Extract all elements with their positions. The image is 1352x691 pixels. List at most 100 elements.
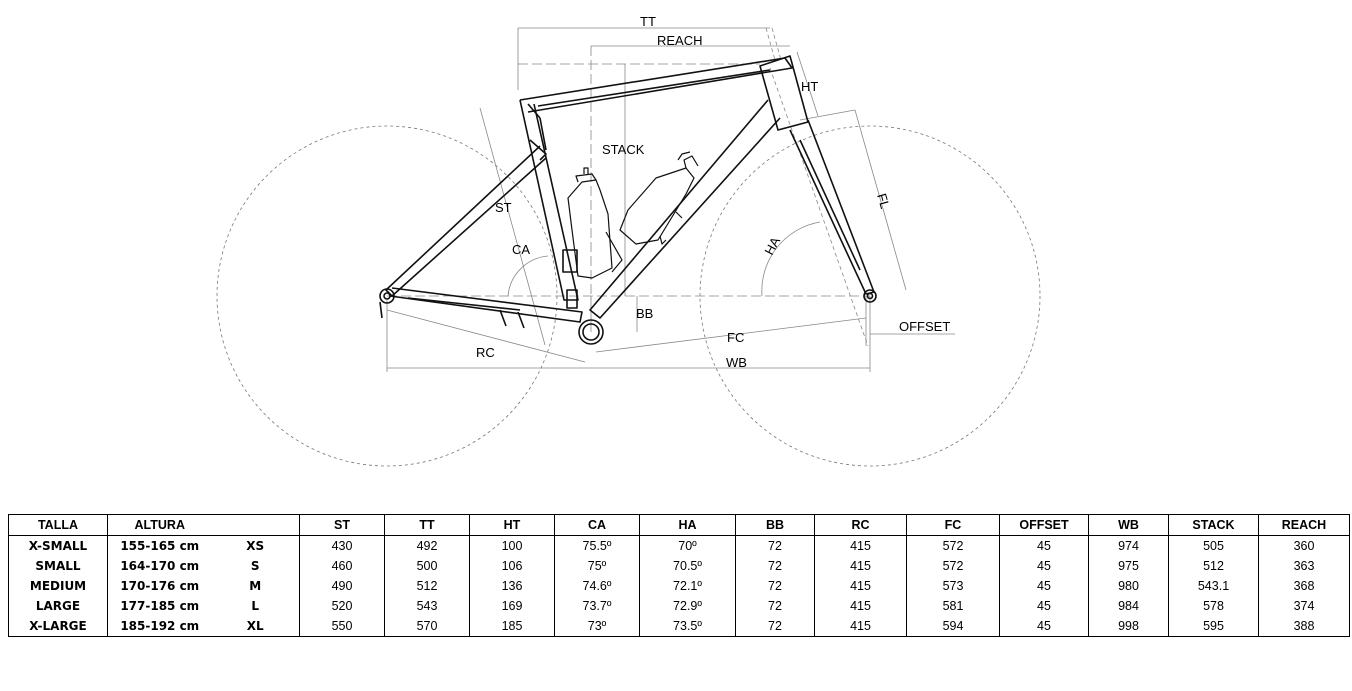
label-fc: FC — [727, 330, 744, 345]
cell-fc: 572 — [906, 556, 1000, 576]
header-tt: TT — [384, 514, 470, 536]
cell-fc: 594 — [906, 616, 1000, 637]
cell-offset: 45 — [999, 535, 1089, 556]
table-row: X-LARGE 185-192 cm XL 550 570 185 73º 73… — [8, 616, 1350, 637]
cell-altura: 170-176 cm — [107, 576, 212, 596]
cell-reach: 388 — [1258, 616, 1350, 637]
cell-talla: X-SMALL — [8, 535, 108, 556]
cell-wb: 974 — [1088, 535, 1169, 556]
header-offset: OFFSET — [999, 514, 1089, 536]
cell-ha: 72.9º — [639, 596, 736, 616]
table-row: MEDIUM 170-176 cm M 490 512 136 74.6º 72… — [8, 576, 1350, 596]
cell-tt: 500 — [384, 556, 470, 576]
cell-reach: 374 — [1258, 596, 1350, 616]
cell-size-code: M — [211, 576, 300, 596]
cell-stack: 505 — [1168, 535, 1259, 556]
cell-stack: 543.1 — [1168, 576, 1259, 596]
label-ca: CA — [512, 242, 530, 257]
table-row: LARGE 177-185 cm L 520 543 169 73.7º 72.… — [8, 596, 1350, 616]
cell-offset: 45 — [999, 616, 1089, 637]
bike-geometry-diagram: TT REACH HT STACK ST CA FL HA BB OFFSET … — [216, 14, 1041, 467]
cell-rc: 415 — [814, 535, 907, 556]
cell-st: 490 — [299, 576, 385, 596]
cell-ca: 74.6º — [554, 576, 640, 596]
cell-ht: 106 — [469, 556, 555, 576]
header-bb: BB — [735, 514, 815, 536]
header-wb: WB — [1088, 514, 1169, 536]
table-row: SMALL 164-170 cm S 460 500 106 75º 70.5º… — [8, 556, 1350, 576]
label-stack: STACK — [602, 142, 645, 157]
cell-altura: 155-165 cm — [107, 535, 212, 556]
cell-tt: 512 — [384, 576, 470, 596]
cell-stack: 595 — [1168, 616, 1259, 637]
cell-talla: X-LARGE — [8, 616, 108, 637]
cell-bb: 72 — [735, 616, 815, 637]
label-wb: WB — [726, 355, 747, 370]
cell-offset: 45 — [999, 556, 1089, 576]
cell-ha: 70.5º — [639, 556, 736, 576]
header-rc: RC — [814, 514, 907, 536]
label-ha: HA — [761, 234, 783, 257]
cell-wb: 975 — [1088, 556, 1169, 576]
cell-rc: 415 — [814, 596, 907, 616]
cell-st: 460 — [299, 556, 385, 576]
label-st: ST — [495, 200, 512, 215]
header-reach: REACH — [1258, 514, 1350, 536]
cell-altura: 164-170 cm — [107, 556, 212, 576]
label-fl: FL — [874, 192, 893, 211]
cell-bb: 72 — [735, 535, 815, 556]
cell-reach: 368 — [1258, 576, 1350, 596]
cell-size-code: XS — [211, 535, 300, 556]
table-header-row: TALLA ALTURA ST TT HT CA HA BB RC FC OFF… — [8, 514, 1350, 536]
cell-altura: 177-185 cm — [107, 596, 212, 616]
cell-wb: 984 — [1088, 596, 1169, 616]
header-ha: HA — [639, 514, 736, 536]
label-bb: BB — [636, 306, 653, 321]
cell-ca: 73.7º — [554, 596, 640, 616]
cell-ha: 70º — [639, 535, 736, 556]
header-altura: ALTURA — [107, 514, 212, 536]
cell-ht: 100 — [469, 535, 555, 556]
cell-tt: 543 — [384, 596, 470, 616]
cell-size-code: XL — [211, 616, 300, 637]
cell-ca: 73º — [554, 616, 640, 637]
cell-rc: 415 — [814, 556, 907, 576]
label-tt: TT — [640, 14, 656, 29]
cell-altura: 185-192 cm — [107, 616, 212, 637]
label-ht: HT — [801, 79, 818, 94]
cell-offset: 45 — [999, 576, 1089, 596]
cell-st: 550 — [299, 616, 385, 637]
label-reach: REACH — [657, 33, 703, 48]
cell-tt: 492 — [384, 535, 470, 556]
cell-reach: 363 — [1258, 556, 1350, 576]
cell-wb: 980 — [1088, 576, 1169, 596]
cell-fc: 573 — [906, 576, 1000, 596]
cell-fc: 572 — [906, 535, 1000, 556]
header-ca: CA — [554, 514, 640, 536]
cell-talla: MEDIUM — [8, 576, 108, 596]
cell-rc: 415 — [814, 616, 907, 637]
cell-stack: 512 — [1168, 556, 1259, 576]
cell-bb: 72 — [735, 576, 815, 596]
geometry-table: TALLA ALTURA ST TT HT CA HA BB RC FC OFF… — [8, 514, 1350, 637]
cell-offset: 45 — [999, 596, 1089, 616]
cell-ht: 169 — [469, 596, 555, 616]
label-rc: RC — [476, 345, 495, 360]
cell-ca: 75º — [554, 556, 640, 576]
cell-talla: LARGE — [8, 596, 108, 616]
header-fc: FC — [906, 514, 1000, 536]
table-row: X-SMALL 155-165 cm XS 430 492 100 75.5º … — [8, 535, 1350, 556]
cell-stack: 578 — [1168, 596, 1259, 616]
water-bottles — [567, 151, 699, 279]
dimension-lines — [386, 27, 955, 372]
front-wheel — [699, 125, 1041, 467]
cell-fc: 581 — [906, 596, 1000, 616]
cell-rc: 415 — [814, 576, 907, 596]
cell-st: 520 — [299, 596, 385, 616]
bike-frame — [379, 55, 877, 345]
cell-size-code: S — [211, 556, 300, 576]
cell-reach: 360 — [1258, 535, 1350, 556]
cell-ha: 73.5º — [639, 616, 736, 637]
header-stack: STACK — [1168, 514, 1259, 536]
dimension-labels: TT REACH HT STACK ST CA FL HA BB OFFSET … — [476, 14, 950, 370]
